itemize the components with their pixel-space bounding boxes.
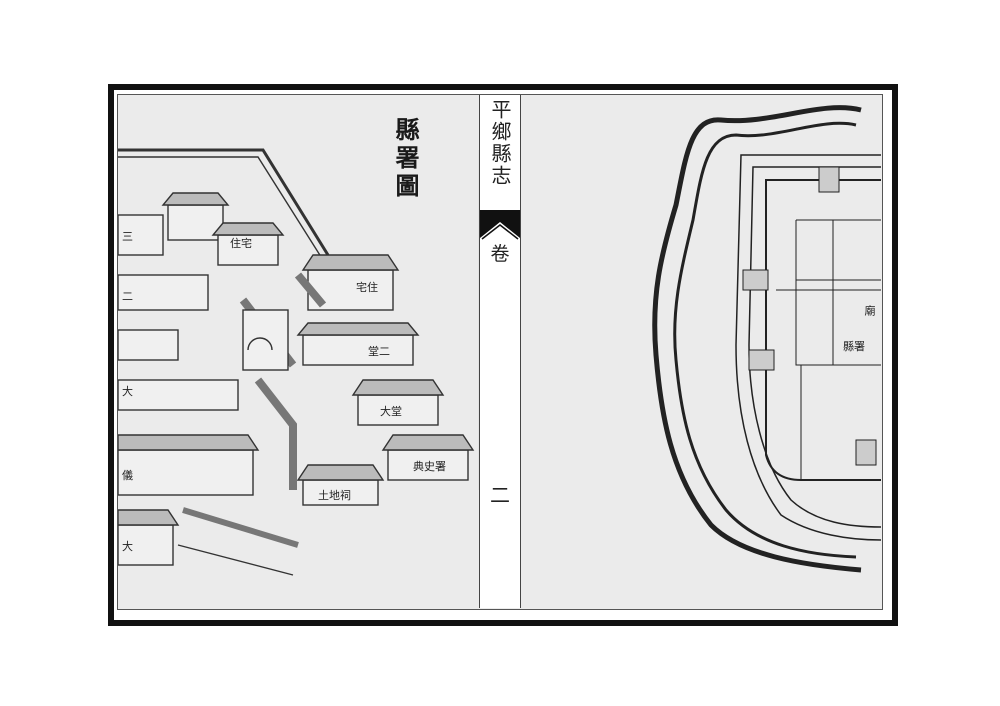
label-side-da: 大 [122,540,133,553]
label-earth-god-shrine: 土地祠 [318,489,351,502]
label-yamen: 縣署 [843,340,865,353]
label-side-grand: 大 [122,385,133,398]
page-number: 二 [490,483,510,507]
label-temple: 廟 [863,305,876,316]
label-residence-2: 宅住 [356,281,378,294]
label-side-ceremony: 儀 [122,469,133,482]
right-page: 廟 縣署 [521,95,881,608]
book-title: 平鄉縣志 [488,99,512,187]
center-fold-strip: 平鄉縣志 卷 二 [479,95,521,608]
label-second-hall: 堂二 [368,345,390,358]
label-dianshi-office: 典史署 [413,460,446,473]
fishtail-mark-icon [480,210,520,240]
label-side-two: 二 [122,290,133,303]
left-page: 縣署圖 住宅 宅住 堂二 大堂 典史署 土地祠 三 二 大 儀 大 [118,95,478,608]
label-grand-hall: 大堂 [380,405,402,418]
volume-marker: 卷 [490,243,510,265]
yamen-illustration [118,148,475,576]
city-map-illustration [652,105,881,573]
label-side-three: 三 [122,230,133,243]
map-title: 縣署圖 [391,117,420,201]
label-residence-1: 住宅 [230,237,252,250]
